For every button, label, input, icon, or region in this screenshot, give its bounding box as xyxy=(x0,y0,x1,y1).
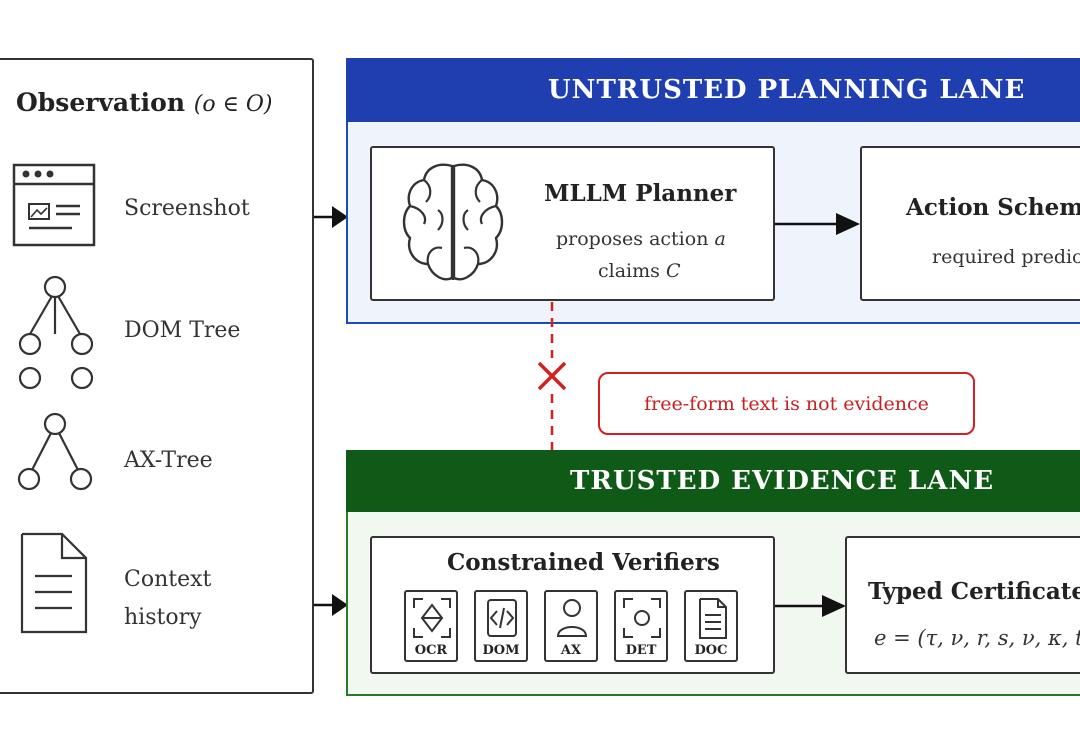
action-schema-box xyxy=(860,146,1080,301)
document-icon xyxy=(20,532,88,634)
arrow-obs-to-evidence xyxy=(314,594,348,616)
observation-item-history: history xyxy=(124,605,202,630)
observation-title: Observation (o ∈ O) xyxy=(16,88,273,117)
planner-line2: claims C xyxy=(598,260,681,282)
brain-icon xyxy=(402,163,504,281)
ocr-icon xyxy=(413,598,451,638)
planner-title: MLLM Planner xyxy=(544,180,737,207)
verifier-det: DET xyxy=(614,590,668,662)
certificates-title: Typed Certificates xyxy=(868,578,1080,605)
blocked-connection xyxy=(537,302,567,450)
evidence-warning-note: free-form text is not evidence xyxy=(598,372,975,435)
evidence-lane-header: TRUSTED EVIDENCE LANE xyxy=(346,450,1080,512)
observation-item-ax-tree: AX-Tree xyxy=(124,448,213,473)
verifier-ax: AX xyxy=(544,590,598,662)
dom-tree-icon xyxy=(18,275,94,390)
verifier-ocr-label: OCR xyxy=(414,643,448,658)
verifier-ax-label: AX xyxy=(560,643,582,658)
verifier-dom-label: DOM xyxy=(482,643,520,658)
screenshot-icon xyxy=(12,163,96,247)
person-icon xyxy=(556,599,588,637)
planning-lane-header: UNTRUSTED PLANNING LANE xyxy=(346,58,1080,122)
arrow-obs-to-planning xyxy=(314,206,348,228)
code-icon xyxy=(487,599,517,637)
typed-certificates-box xyxy=(845,536,1080,674)
verifiers-title: Constrained Verifiers xyxy=(447,549,720,576)
observation-item-screenshot: Screenshot xyxy=(124,196,250,221)
observation-item-dom-tree: DOM Tree xyxy=(124,318,241,343)
observation-item-context: Context xyxy=(124,567,212,592)
verifier-doc: DOC xyxy=(684,590,738,662)
detection-icon xyxy=(623,598,661,638)
schema-title: Action Schema xyxy=(906,194,1080,221)
verifier-det-label: DET xyxy=(625,643,657,658)
verifier-ocr: OCR xyxy=(404,590,458,662)
ax-tree-icon xyxy=(17,412,93,491)
certificate-formula: e = (τ, ν, r, s, ν, κ, t xyxy=(874,626,1080,650)
arrow-verifiers-to-certificates xyxy=(775,595,846,617)
verifier-doc-label: DOC xyxy=(694,643,728,658)
doc-icon xyxy=(699,598,727,639)
arrow-planner-to-schema xyxy=(775,213,860,235)
verifier-dom: DOM xyxy=(474,590,528,662)
schema-line1: required predica xyxy=(932,246,1080,268)
planner-line1: proposes action a xyxy=(556,228,726,250)
